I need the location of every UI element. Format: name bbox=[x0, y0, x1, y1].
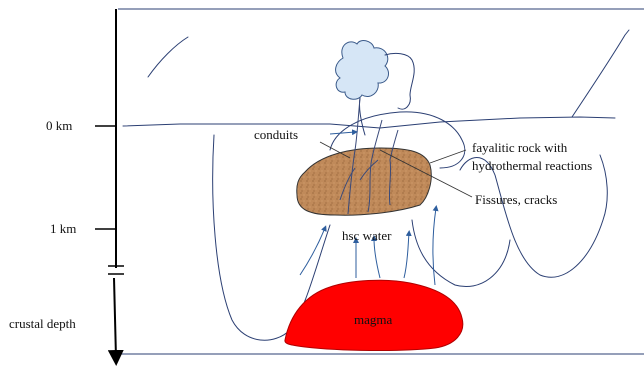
plume-stem bbox=[359, 98, 365, 135]
plume-outline bbox=[385, 53, 414, 109]
right-basin-contour bbox=[460, 155, 607, 277]
middle-basin-contour bbox=[412, 220, 510, 287]
conduits-leader bbox=[330, 132, 355, 134]
right-hill-outline bbox=[572, 30, 629, 117]
left-hill-outline bbox=[148, 37, 188, 77]
depth-label-0km: 0 km bbox=[46, 118, 72, 133]
hot-water-arrow bbox=[404, 233, 409, 278]
hsc-water-label: hsc water bbox=[342, 228, 392, 243]
fayalitic-rock-body bbox=[297, 148, 432, 215]
depth-label-1km: 1 km bbox=[50, 221, 76, 236]
conduits-label: conduits bbox=[254, 127, 298, 142]
hot-water-arrow bbox=[433, 208, 436, 285]
fayalitic-label-line2: hydrothermal reactions bbox=[472, 158, 592, 173]
steam-plume bbox=[336, 41, 389, 100]
magma-label: magma bbox=[354, 312, 392, 327]
fissures-label: Fissures, cracks bbox=[475, 192, 557, 207]
hot-water-arrow bbox=[374, 238, 380, 278]
ground-surface-line bbox=[123, 117, 615, 128]
crustal-depth-label: crustal depth bbox=[9, 316, 76, 331]
depth-axis-lower bbox=[114, 278, 116, 358]
fayalitic-label-line1: fayalitic rock with bbox=[472, 140, 568, 155]
